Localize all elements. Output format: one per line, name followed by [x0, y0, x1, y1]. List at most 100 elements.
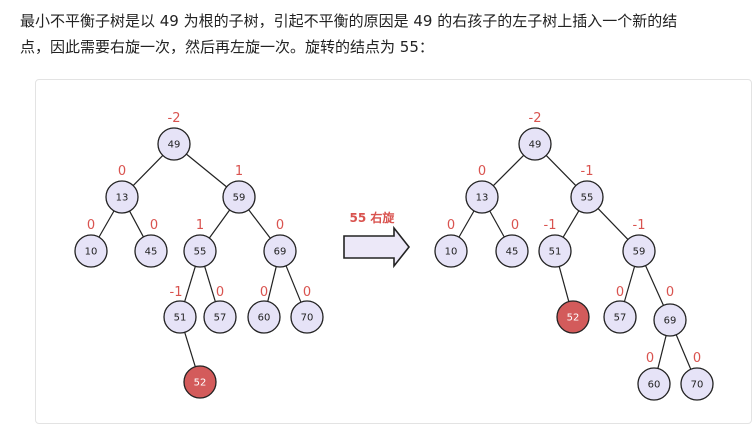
balance-factor-label: 0 [87, 218, 95, 233]
node-value: 60 [258, 313, 271, 324]
tree-node-13: 13 0 [105, 164, 139, 214]
tree-node-52: 52 [556, 300, 590, 334]
tree-edge [623, 266, 636, 302]
node-value: 59 [233, 193, 246, 204]
balance-factor-label: 0 [693, 351, 701, 366]
tree-edge [492, 154, 525, 187]
node-value: 60 [648, 380, 661, 391]
node-value: 57 [614, 313, 627, 324]
explanation-paragraph: 最小不平衡子树是以 49 为根的子树，引起不平衡的原因是 49 的右孩子的左子树… [20, 8, 745, 60]
tree-node-60: 60 0 [637, 351, 671, 401]
balance-factor-label: -1 [581, 164, 594, 179]
node-circle [134, 234, 168, 268]
node-circle [434, 234, 468, 268]
node-circle [163, 300, 197, 334]
node-value: 51 [174, 313, 187, 324]
node-circle [495, 234, 529, 268]
tree-node-13: 130 [465, 164, 499, 214]
tree-node-49: 49 -2 [157, 111, 191, 161]
tree-edge [98, 210, 115, 238]
tree-edge [184, 266, 196, 302]
balance-factor-label: 0 [511, 218, 519, 233]
node-circle [105, 180, 139, 214]
tree-edge [645, 265, 664, 306]
node-circle [157, 127, 191, 161]
node-value: 45 [506, 247, 519, 258]
tree-edge [204, 266, 216, 302]
balance-factor-label: 1 [196, 218, 204, 233]
tree-node-45: 450 [134, 218, 168, 268]
tree-node-69: 690 [263, 218, 297, 268]
node-value: 57 [214, 313, 227, 324]
node-circle [680, 367, 714, 401]
node-circle [465, 180, 499, 214]
balance-factor-label: 0 [118, 164, 126, 179]
tree-node-55: 55-1 [570, 164, 604, 214]
tree-edge [186, 153, 227, 188]
tree-edge [675, 334, 692, 370]
tree-node-51: 51 -1 [538, 218, 572, 268]
balance-factor-label: 0 [150, 218, 158, 233]
node-circle [556, 300, 590, 334]
node-circle [637, 367, 671, 401]
tree-node-59: 59-1 [622, 218, 656, 268]
node-circle [74, 234, 108, 268]
tree-node-52: 52 [183, 365, 217, 399]
tree-node-55: 55 1 [183, 218, 217, 268]
paragraph-line-1: 最小不平衡子树是以 49 为根的子树，引起不平衡的原因是 49 的右孩子的左子树… [20, 12, 678, 30]
balance-factor-label: 1 [235, 164, 243, 179]
tree-node-45: 45 0 [495, 218, 529, 268]
tree-node-70: 700 [680, 351, 714, 401]
node-circle [622, 234, 656, 268]
node-value: 55 [194, 247, 207, 258]
node-circle [183, 365, 217, 399]
node-circle [538, 234, 572, 268]
node-circle [222, 180, 256, 214]
tree-node-70: 700 [290, 285, 324, 334]
tree-edge [558, 266, 570, 302]
balance-factor-label: 0 [616, 285, 624, 300]
tree-edge [285, 265, 302, 303]
tree-edge [132, 155, 164, 186]
balance-factor-label: 0 [646, 351, 654, 366]
node-circle [263, 234, 297, 268]
tree-node-60: 600 [247, 285, 281, 334]
balance-factor-label: -1 [633, 218, 646, 233]
tree-node-57: 57 0 [603, 285, 637, 334]
balance-factor-label: 0 [478, 164, 486, 179]
node-value: 49 [168, 140, 181, 151]
balance-factor-label: 0 [447, 218, 455, 233]
balance-factor-label: -2 [168, 111, 181, 126]
balance-factor-label: 0 [216, 285, 224, 300]
node-circle [247, 300, 281, 334]
arrow-label: 55 右旋 [350, 210, 396, 225]
tree-node-49: 49-2 [518, 111, 552, 161]
edges-layer [98, 153, 692, 370]
node-value: 52 [567, 313, 580, 324]
node-circle [183, 234, 217, 268]
paragraph-line-2: 点，因此需要右旋一次，然后再左旋一次。旋转的结点为 55： [20, 38, 434, 56]
node-circle [290, 300, 324, 334]
balance-factor-label: 0 [276, 218, 284, 233]
tree-edge [129, 210, 144, 238]
tree-edge [657, 335, 667, 369]
node-value: 49 [529, 140, 542, 151]
tree-edge [208, 209, 231, 239]
tree-edge [545, 155, 577, 186]
tree-node-69: 690 [653, 285, 687, 337]
balance-factor-label: -1 [170, 285, 183, 300]
node-circle [570, 180, 604, 214]
right-arrow-icon [343, 225, 411, 269]
node-value: 51 [549, 247, 562, 258]
tree-edge [267, 266, 277, 302]
node-circle [653, 303, 687, 337]
node-value: 10 [85, 247, 98, 258]
node-value: 70 [301, 313, 314, 324]
nodes-layer: 49-213059110045055169051-15706007005249-… [74, 111, 714, 401]
rotation-arrow: 55 右旋 [343, 210, 411, 269]
balance-factor-label: -1 [544, 218, 557, 233]
node-circle [518, 127, 552, 161]
tree-edge [562, 210, 580, 238]
node-circle [603, 300, 637, 334]
node-value: 13 [116, 193, 129, 204]
